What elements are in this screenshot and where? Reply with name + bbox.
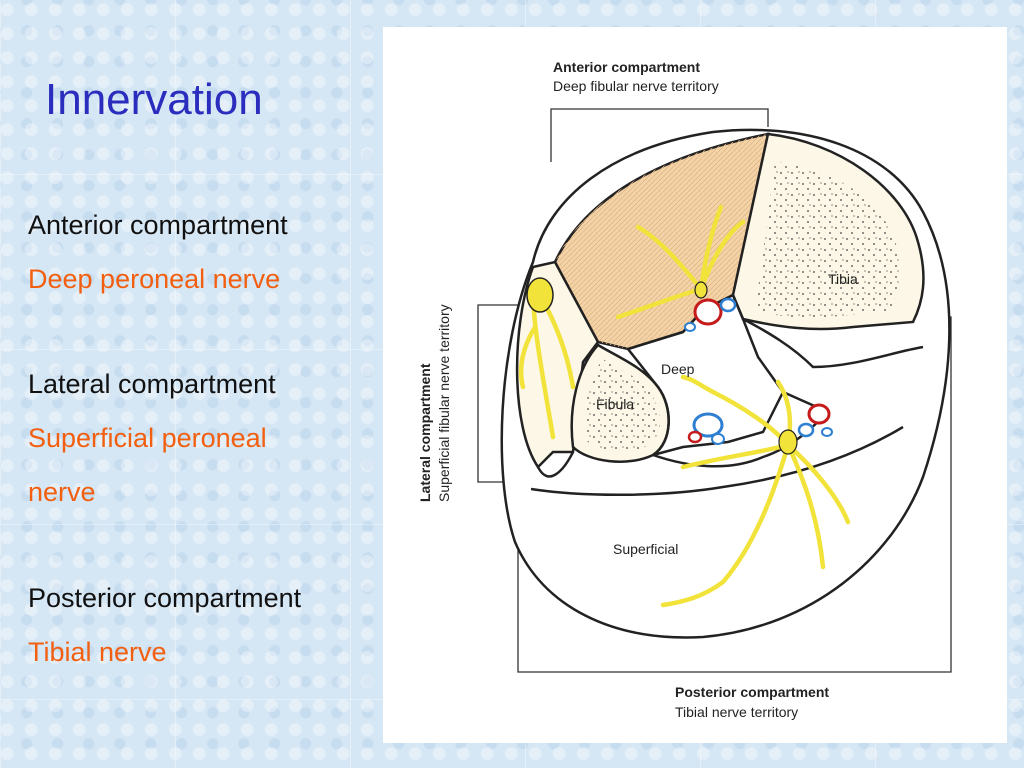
superficial-fibular-nerve-trunk <box>527 278 553 312</box>
tibial-nerve-trunk <box>779 430 797 454</box>
tibial-nerve-text: Tibial nerve <box>28 625 301 679</box>
posterior-compartment-group: Posterior compartment Tibial nerve <box>28 571 301 679</box>
lateral-compartment-sublabel: Superficial fibular nerve territory <box>436 304 452 502</box>
cross-section-diagram: Anterior compartment Deep fibular nerve … <box>383 27 1007 743</box>
anterior-compartment-group: Anterior compartment Deep peroneal nerve <box>28 198 288 306</box>
slide-title: Innervation <box>45 75 263 125</box>
posterior-compartment-sublabel: Tibial nerve territory <box>675 704 798 720</box>
posterior-compartment-heading: Posterior compartment <box>28 571 301 625</box>
tibia-label: Tibia <box>828 271 858 287</box>
lateral-compartment-group: Lateral compartment Superficial peroneal… <box>28 357 276 519</box>
anterior-compartment-label: Anterior compartment <box>553 59 700 75</box>
anterior-compartment-sublabel: Deep fibular nerve territory <box>553 78 719 94</box>
posterior-compartment-label: Posterior compartment <box>675 684 829 700</box>
superficial-peroneal-nerve-text-line2: nerve <box>28 465 276 519</box>
lateral-compartment-label: Lateral compartment <box>417 363 433 502</box>
deep-compartment-label: Deep <box>661 361 695 377</box>
lateral-compartment-label-group: Lateral compartment Superficial fibular … <box>417 304 452 502</box>
tibia-bone <box>733 134 923 329</box>
lateral-compartment-heading: Lateral compartment <box>28 357 276 411</box>
deep-peroneal-nerve-text: Deep peroneal nerve <box>28 252 288 306</box>
anterior-compartment-heading: Anterior compartment <box>28 198 288 252</box>
leg-cross-section-figure: Anterior compartment Deep fibular nerve … <box>383 27 1007 743</box>
fibula-label: Fibula <box>596 396 634 412</box>
superficial-compartment-label: Superficial <box>613 541 678 557</box>
deep-fibular-nerve-trunk <box>695 282 707 298</box>
superficial-peroneal-nerve-text-line1: Superficial peroneal <box>28 411 276 465</box>
